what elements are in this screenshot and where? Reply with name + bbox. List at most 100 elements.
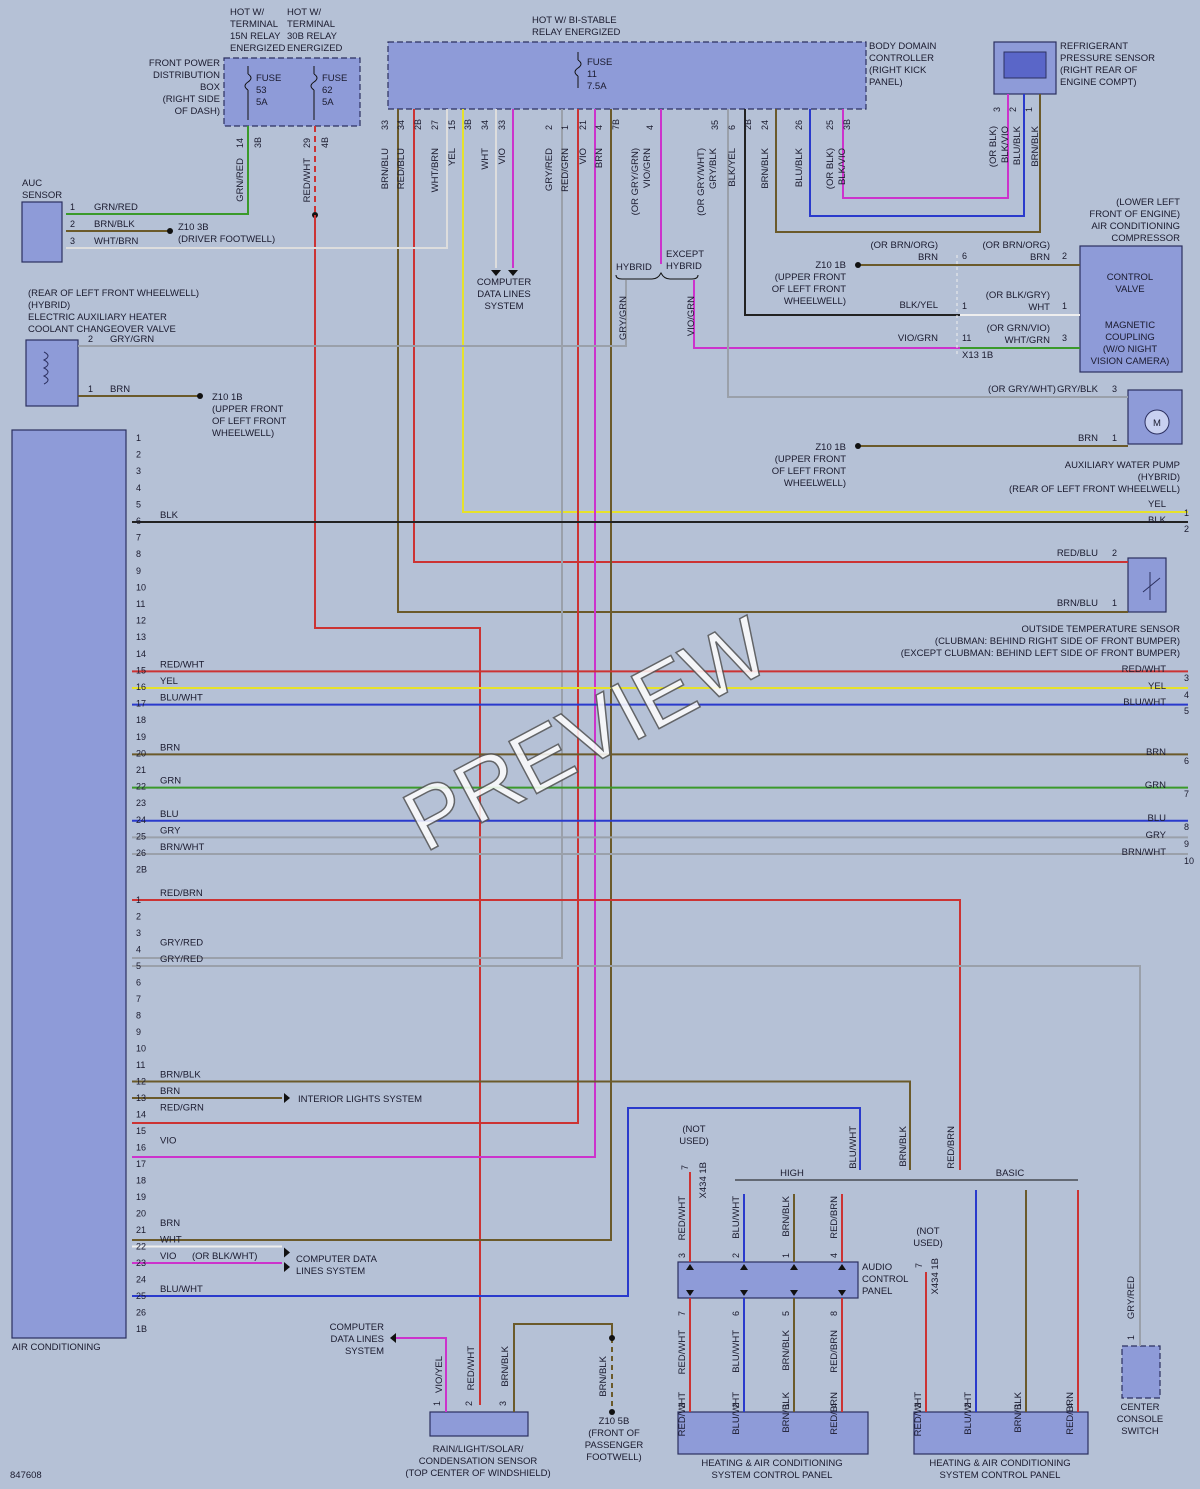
wire-a-label-24: BLU (160, 809, 179, 820)
hvac1-pin-3: 4 (829, 1403, 839, 1408)
hvac1-pin-1: 2 (731, 1403, 741, 1408)
edge-label-0: YEL (1148, 499, 1166, 510)
ac-pin-a-26: 26 (136, 848, 146, 858)
ac-pin-a-1: 1 (136, 433, 141, 443)
ots-label: OUTSIDE TEMPERATURE SENSOR(CLUBMAN: BEHI… (901, 624, 1180, 659)
ac-pin-b-22: 22 (136, 1242, 146, 1252)
hvac1-label-2: BRN/BLK (781, 1391, 792, 1432)
hvac2-pin-1: 2 (963, 1403, 973, 1408)
audio-bot-pin-3: 8 (829, 1311, 839, 1316)
wire-gry-blk-pump (727, 109, 1128, 398)
wire-red-grn-b14 (132, 109, 579, 1124)
wire-brn-blu-ots (397, 109, 1128, 613)
bdc-pin-1: 34 (396, 120, 406, 130)
wire-red-wht-rain (314, 215, 481, 1405)
bdc-pin-2: 2B (413, 119, 423, 130)
bdc-pin-18: 26 (794, 120, 804, 130)
bdc-wire-label-2: WHT/BRN (430, 148, 441, 192)
bdc-wire-label-3: YEL (447, 148, 458, 166)
fpdb-wire-grn-red: GRN/RED (235, 158, 246, 202)
preview-watermark: PREVIEW (389, 599, 784, 870)
eahcv-label: (REAR OF LEFT FRONT WHEELWELL)(HYBRID)EL… (28, 288, 199, 335)
edge-pin-8: 8 (1184, 822, 1189, 832)
edge-label-3: YEL (1148, 681, 1166, 692)
wire-b-label-23b: (OR BLK/WHT) (192, 1251, 257, 1262)
rps-pin-2: 2 (1008, 107, 1018, 112)
ground-z10-1b-pump (855, 443, 861, 449)
eahcv-pin-2: 2 (88, 334, 93, 344)
ac-pin-b-9: 9 (136, 1027, 141, 1037)
ground-z10-3b (167, 228, 173, 234)
auc-ground-label: Z10 3B(DRIVER FOOTWELL) (178, 222, 275, 245)
coil-icon (42, 351, 49, 385)
edge-pin-5: 5 (1184, 706, 1189, 716)
wire-a-label-15: RED/WHT (160, 659, 205, 670)
ground-z10-1b-valve (197, 393, 203, 399)
edge-pin-7: 7 (1184, 789, 1189, 799)
edge-pin-1: 1 (1184, 508, 1189, 518)
edge-pin-2: 2 (1184, 524, 1189, 534)
hvac2-label-0: RED/WHT (913, 1392, 924, 1437)
ac-pin-a-21: 21 (136, 765, 146, 775)
bdc-wire-label-7: RED/GRN (560, 148, 571, 192)
bus-wire-blu-wht: BLU/WHT (848, 1126, 859, 1169)
auc-pin-3: 3 (70, 236, 75, 246)
ac-pin-a-2B: 2B (136, 865, 147, 875)
bdc-wire-label-5: VIO (497, 148, 508, 164)
arrow-cdls3 (390, 1333, 396, 1343)
ac-pin-a-15: 15 (136, 665, 146, 675)
comp-pin-a: 2 (1062, 251, 1067, 261)
hvac1-label-1: BLU/WHT (731, 1392, 742, 1435)
ac-pin-a-11: 11 (136, 599, 145, 609)
rain-wire-2: BRN/BLK (500, 1345, 511, 1386)
edge-pin-9: 9 (1184, 839, 1189, 849)
wire-gry-red-b4 (132, 109, 563, 959)
diagram-id: 847608 (10, 1470, 42, 1481)
motor-symbol: M (1153, 418, 1161, 429)
audio-bot-label-1: BLU/WHT (731, 1330, 742, 1373)
ac-pin-b-15: 15 (136, 1126, 146, 1136)
ground-z10-5b (609, 1409, 615, 1415)
ac-pin-b-25: 25 (136, 1291, 146, 1301)
audio-top-label-0: RED/WHT (677, 1196, 688, 1241)
auc-pin-2: 2 (70, 219, 75, 229)
auc-wire-2: WHT/BRN (94, 236, 138, 247)
fuse-icon (244, 73, 252, 91)
bdc-wire-label-0: BRN/BLU (380, 148, 391, 189)
comp-w2: BLK/YEL (899, 300, 938, 311)
ac-pin-a-20: 20 (136, 748, 146, 758)
bdc-wire-label-13: BRN/BLK (760, 147, 771, 188)
ac-pin-a-9: 9 (136, 566, 141, 576)
edge-pin-3: 3 (1184, 673, 1189, 683)
audio-top-label-1: BLU/WHT (731, 1196, 742, 1239)
ac-pin-b-23: 23 (136, 1258, 146, 1268)
ac-pin-b-11: 11 (136, 1060, 145, 1070)
hvac1-pin-0: 3 (677, 1403, 687, 1408)
ots-p1: 2 (1112, 548, 1117, 558)
hvac2-label-1: BLU/WHT (963, 1392, 974, 1435)
audio-bot-pin-1: 6 (731, 1311, 741, 1316)
bdc-wire-label-4: WHT (480, 148, 491, 170)
hybrid-brace (615, 271, 699, 280)
bdc-pin-5: 3B (463, 119, 473, 130)
hybrid-label: HYBRID (616, 262, 652, 273)
hvac-control-panel-high (677, 1411, 869, 1455)
ac-pin-a-6: 6 (136, 516, 141, 526)
ac-pin-a-23: 23 (136, 798, 146, 808)
comp-p2: 1 (962, 301, 967, 311)
ac-pin-b-20: 20 (136, 1209, 146, 1219)
ac-pin-a-14: 14 (136, 649, 146, 659)
pump-w2: BRN (1078, 433, 1098, 444)
